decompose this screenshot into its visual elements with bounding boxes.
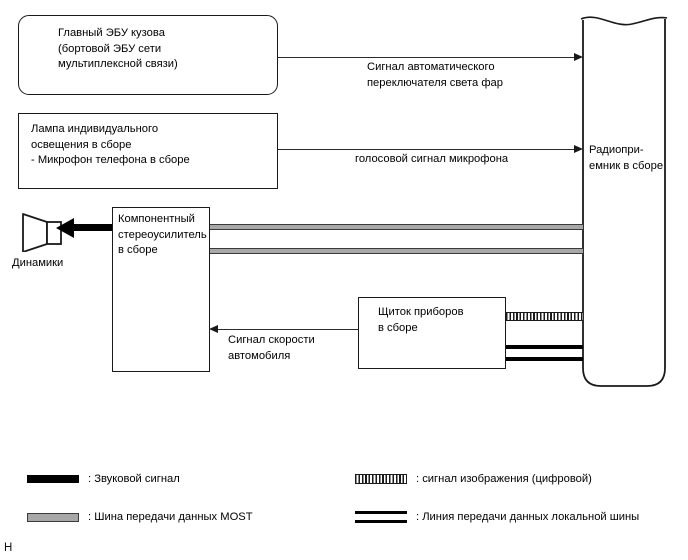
most-bus-line-lower (210, 248, 583, 254)
legend-symbol-local-bus-upper (355, 511, 407, 515)
connector-vehicle-speed-label: Сигнал скорости автомобиля (228, 334, 315, 362)
node-amplifier-label: Компонентный стереоусилитель в сборе (118, 213, 207, 257)
node-instrument-cluster-label: Щиток приборов в сборе (378, 306, 464, 334)
speakers-label: Динамики (12, 257, 64, 269)
local-bus-line-upper (506, 345, 583, 349)
digital-image-signal-line (506, 312, 583, 321)
connector-vehicle-speed-line (218, 329, 358, 330)
legend-label-local-bus: : Линия передачи данных локальной шины (416, 511, 640, 523)
legend-symbol-local-bus-lower (355, 520, 407, 524)
connector-auto-headlight-arrowhead (574, 52, 583, 61)
audio-signal-bar (74, 224, 112, 231)
legend-label-most-bus: : Шина передачи данных MOST (88, 511, 253, 523)
legend-label-digital-image-signal: : сигнал изображения (цифровой) (416, 473, 592, 485)
node-body-ecu (18, 15, 278, 95)
connector-vehicle-speed-arrowhead (209, 324, 218, 333)
connector-mic-voice-arrowhead (574, 144, 583, 153)
audio-signal-arrowhead (56, 217, 74, 238)
legend-symbol-digital-image-signal (355, 474, 407, 484)
connector-mic-voice-label: голосовой сигнал микрофона (355, 153, 509, 165)
connector-auto-headlight-label: Сигнал автоматического переключателя све… (367, 61, 504, 89)
page-corner-marker: H (4, 542, 13, 554)
legend-label-audio-signal: : Звуковой сигнал (88, 473, 180, 485)
node-interior-lamp-sublabel: - Микрофон телефона в сборе (31, 154, 190, 166)
node-radio-receiver (580, 16, 668, 387)
node-interior-lamp-label: Лампа индивидуального освещения в сборе (31, 123, 159, 151)
node-instrument-cluster (358, 297, 506, 369)
node-radio-receiver-label: Радиопри- емник в сборе (589, 144, 664, 172)
node-body-ecu-label: Главный ЭБУ кузова (бортовой ЭБУ сети му… (58, 27, 178, 71)
connector-auto-headlight-line (278, 57, 575, 58)
node-interior-lamp (18, 113, 278, 189)
speaker-icon (22, 213, 62, 252)
legend-symbol-audio-signal (27, 475, 79, 483)
connector-mic-voice-line (278, 149, 575, 150)
node-amplifier (112, 207, 210, 372)
most-bus-line-upper (210, 224, 583, 230)
legend-symbol-most-bus (27, 513, 79, 522)
local-bus-line-lower (506, 357, 583, 361)
